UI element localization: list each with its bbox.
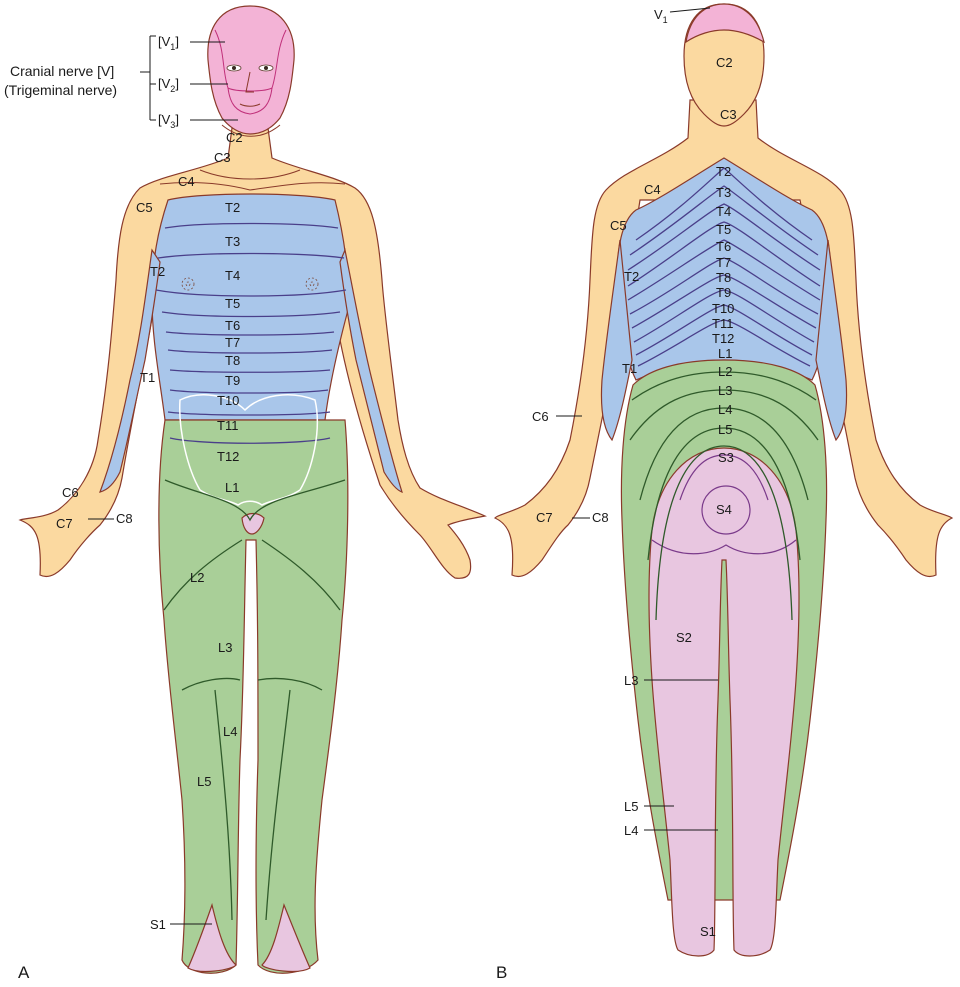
front-label-s1: S1 bbox=[150, 917, 166, 932]
back-label-v1: V1 bbox=[654, 7, 668, 25]
back-label-c6: C6 bbox=[532, 409, 549, 424]
back-label-l4-leg: L4 bbox=[624, 823, 638, 838]
front-label-l5: L5 bbox=[197, 774, 211, 789]
back-cervical-region bbox=[494, 99, 954, 578]
front-label-t11: T11 bbox=[217, 418, 238, 433]
front-thoracic-right-arm bbox=[339, 247, 403, 493]
back-label-t1: T1 bbox=[622, 361, 637, 376]
front-label-c4: C4 bbox=[178, 174, 195, 189]
panel-letter-a: A bbox=[18, 963, 30, 982]
back-label-l3-leg: L3 bbox=[624, 673, 638, 688]
front-label-c6: C6 bbox=[62, 485, 79, 500]
trigeminal-nerve-title: (Trigeminal nerve) bbox=[4, 82, 117, 98]
front-label-t2-arm: T2 bbox=[150, 264, 165, 279]
back-label-t10: T10 bbox=[712, 301, 734, 316]
front-label-t5: T5 bbox=[225, 296, 240, 311]
front-label-t2: T2 bbox=[225, 200, 240, 215]
front-label-c7: C7 bbox=[56, 516, 73, 531]
back-label-l5: L5 bbox=[718, 422, 732, 437]
front-label-c8: C8 bbox=[116, 511, 133, 526]
back-label-t6: T6 bbox=[716, 239, 731, 254]
front-label-t3: T3 bbox=[225, 234, 240, 249]
front-label-l1: L1 bbox=[225, 480, 239, 495]
back-thoracic-left-arm bbox=[600, 239, 633, 442]
back-label-l2: L2 bbox=[718, 364, 732, 379]
back-labels: V1 C2 C3 C4 C5 T2 T1 C6 C7 C8 T2 T3 T4 T… bbox=[496, 7, 737, 982]
back-label-l3: L3 bbox=[718, 383, 732, 398]
front-s1-left-foot bbox=[187, 902, 237, 973]
back-label-t2: T2 bbox=[716, 164, 731, 179]
front-label-l2: L2 bbox=[190, 570, 204, 585]
front-label-c2: C2 bbox=[226, 130, 243, 145]
label-v2: [V2] bbox=[158, 76, 179, 94]
back-label-c7: C7 bbox=[536, 510, 553, 525]
back-label-s1: S1 bbox=[700, 924, 716, 939]
label-v3: [V3] bbox=[158, 112, 179, 130]
back-label-s2: S2 bbox=[676, 630, 692, 645]
back-label-c4: C4 bbox=[644, 182, 661, 197]
panel-letter-b: B bbox=[496, 963, 507, 982]
front-label-t8: T8 bbox=[225, 353, 240, 368]
front-labels: Cranial nerve [V] (Trigeminal nerve) [V1… bbox=[4, 34, 243, 982]
back-label-t9: T9 bbox=[716, 285, 731, 300]
back-sacral-region bbox=[648, 447, 800, 957]
back-head bbox=[683, 3, 765, 127]
front-figure bbox=[18, 5, 487, 974]
back-label-t7: T7 bbox=[716, 255, 731, 270]
back-label-t8: T8 bbox=[716, 270, 731, 285]
front-label-l4: L4 bbox=[223, 724, 237, 739]
back-label-t2-arm: T2 bbox=[624, 269, 639, 284]
front-label-l3: L3 bbox=[218, 640, 232, 655]
back-label-c5: C5 bbox=[610, 218, 627, 233]
back-thoracic-right-arm bbox=[815, 239, 848, 442]
front-thoracic-left-arm bbox=[99, 248, 161, 493]
label-v1: [V1] bbox=[158, 34, 179, 52]
front-label-t9: T9 bbox=[225, 373, 240, 388]
front-head bbox=[207, 5, 295, 135]
front-label-t6: T6 bbox=[225, 318, 240, 333]
back-label-l4: L4 bbox=[718, 402, 732, 417]
back-label-t5: T5 bbox=[716, 222, 731, 237]
front-genital-area bbox=[241, 512, 265, 535]
back-label-c3: C3 bbox=[720, 107, 737, 122]
front-cervical-region bbox=[18, 127, 487, 579]
front-label-t12: T12 bbox=[217, 449, 239, 464]
front-label-t1: T1 bbox=[140, 370, 155, 385]
cranial-nerve-title: Cranial nerve [V] bbox=[10, 63, 114, 79]
front-thoracic-chest bbox=[151, 193, 350, 421]
front-label-c5: C5 bbox=[136, 200, 153, 215]
front-label-t10: T10 bbox=[217, 393, 239, 408]
back-label-t3: T3 bbox=[716, 185, 731, 200]
back-label-l1: L1 bbox=[718, 346, 732, 361]
back-label-t11: T11 bbox=[712, 316, 733, 331]
back-label-t4: T4 bbox=[716, 204, 731, 219]
back-label-s4: S4 bbox=[716, 502, 732, 517]
back-label-c2: C2 bbox=[716, 55, 733, 70]
front-s1-right-foot bbox=[261, 903, 311, 973]
back-label-c8: C8 bbox=[592, 510, 609, 525]
front-label-t7: T7 bbox=[225, 335, 240, 350]
back-label-s3: S3 bbox=[718, 450, 734, 465]
back-figure bbox=[494, 3, 954, 957]
back-label-l5-leg: L5 bbox=[624, 799, 638, 814]
back-label-t12: T12 bbox=[712, 331, 734, 346]
front-label-t4: T4 bbox=[225, 268, 240, 283]
front-label-c3: C3 bbox=[214, 150, 231, 165]
front-lumbar-legs bbox=[158, 419, 349, 974]
